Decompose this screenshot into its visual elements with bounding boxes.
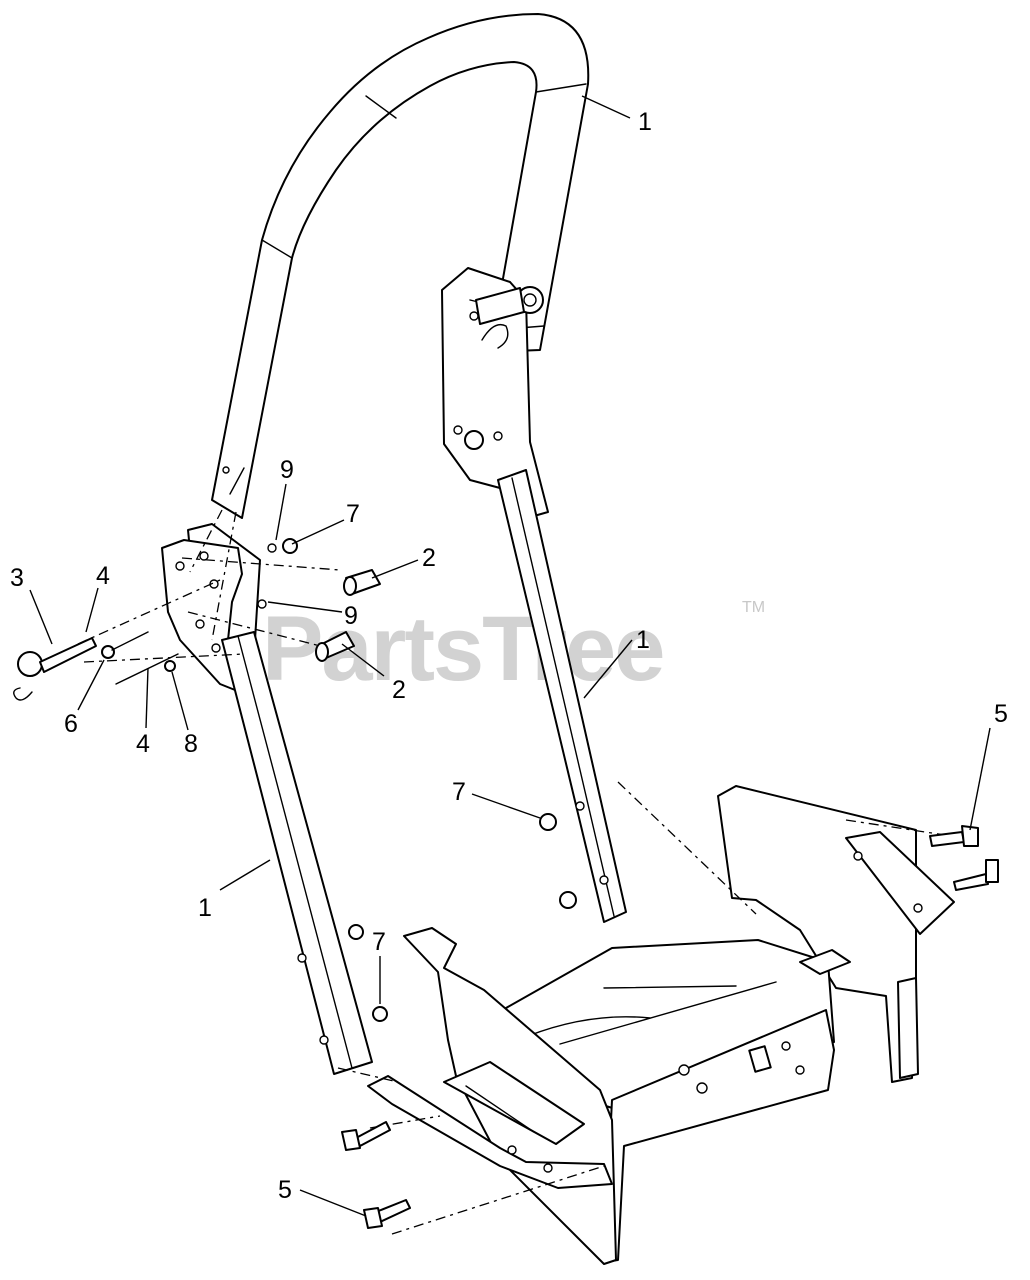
callout-7-upper-nut: 7	[346, 500, 360, 528]
callout-labels: 1 1 1 2 2 3 4 4 5 5 6 7 7 7 8 9 9	[10, 108, 1008, 1204]
watermark-trademark: TM	[742, 599, 765, 616]
callout-3-clevis-pin: 3	[10, 564, 24, 592]
callout-1-left-upright: 1	[198, 894, 212, 922]
right-pivot-bracket	[441, 267, 549, 521]
callout-9-upper-washer: 9	[280, 456, 294, 484]
right-lower-upright	[497, 469, 627, 923]
callout-1-right-upright: 1	[636, 626, 650, 654]
callout-2-upper-spacer: 2	[422, 544, 436, 572]
callout-1-upper-hoop: 1	[638, 108, 652, 136]
callout-7-right-nut: 7	[452, 778, 466, 806]
mower-frame	[367, 785, 955, 1265]
callout-5-lower-bolt: 5	[278, 1176, 292, 1204]
callout-2-lower-spacer: 2	[392, 676, 406, 704]
left-lower-upright	[221, 631, 373, 1075]
callout-6-pin: 6	[64, 710, 78, 738]
upper-roll-bar	[211, 13, 590, 519]
callout-4-pin: 4	[136, 730, 150, 758]
leader-lines	[29, 95, 991, 1217]
assembly-centerlines	[77, 509, 979, 1235]
callout-5-upper-bolt: 5	[994, 700, 1008, 728]
callout-4-hairpin-clip: 4	[96, 562, 110, 590]
callout-7-lower-nut: 7	[372, 928, 386, 956]
callout-8-screw: 8	[184, 730, 198, 758]
callout-9-lower-washer: 9	[344, 602, 358, 630]
hardware	[13, 538, 999, 1229]
